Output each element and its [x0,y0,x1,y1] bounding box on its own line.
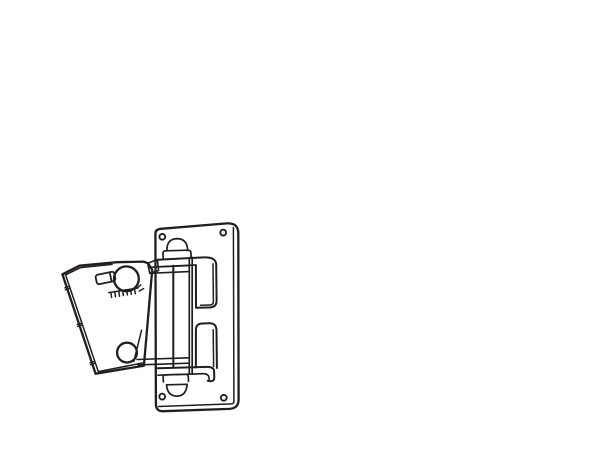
speaker-plate [61,260,154,375]
hinge-top-pin-line-2 [149,270,190,275]
tilt-scale-tick [117,290,121,297]
wall-plate-right-face-edge [232,226,235,403]
hinge-bottom-pin-line-2 [137,362,190,366]
wall-plate-outline [154,222,240,413]
speaker-plate-left-fold-edge [65,275,100,373]
hinge-knuckle [146,258,160,275]
top-keyhole-slot [162,237,193,259]
speaker-plate-top-fold-edge [64,263,113,276]
screw-hole-top-right [219,228,228,237]
tilt-scale-tick [113,290,117,298]
tilt-scale-tick [125,289,129,296]
pivot-knob [115,341,139,364]
seam-tick [89,361,95,364]
bottom-flange-bottom-edge [157,372,210,382]
bottom-flange [156,322,218,383]
seam-tick [76,322,82,326]
lower-rail-outline [194,322,218,369]
tilt-scale-end-tick [136,284,142,289]
cable-slot-divider [108,271,113,283]
tilt-scale-tick [129,288,133,296]
tilt-scale-tick [133,287,137,295]
tilt-scale [108,284,145,299]
screw-hole-bottom-right [219,393,228,402]
seam-tick [64,285,70,289]
upper-rail-inner-edge [199,262,215,306]
bottom-keyhole-inner-edge [165,383,189,386]
top-flange-and-upper-rail-outline [156,256,218,309]
edge-seam-ticks [64,285,96,366]
bottom-keyhole-dome [165,383,188,397]
seam-tick [89,362,96,366]
pivot-arm [172,256,194,375]
wall-plate [154,222,240,413]
bottom-flange-top-edge [156,365,216,383]
seam-tick [77,324,83,328]
hinge [136,258,190,366]
hinge-top-pin-line-1 [148,264,190,269]
screw-hole-top-left [158,232,167,241]
top-keyhole-base [162,249,193,259]
wall-plate-bottom-face-edge [157,400,235,408]
mounting-screw-holes [158,228,228,402]
speaker-plate-outline [61,260,154,375]
bracket-drawing [61,222,240,413]
tilt-scale-tick [110,291,113,299]
hinge-bottom-pin-line-1 [136,357,190,361]
seam-tick [64,287,71,291]
screw-hole-bottom-left [158,392,167,401]
tilt-scale-end-tick [138,287,145,292]
speaker-plate-bottom-fold-edge [97,362,144,373]
top-keyhole-dome [166,237,189,252]
tilt-scale-tick [121,289,125,297]
